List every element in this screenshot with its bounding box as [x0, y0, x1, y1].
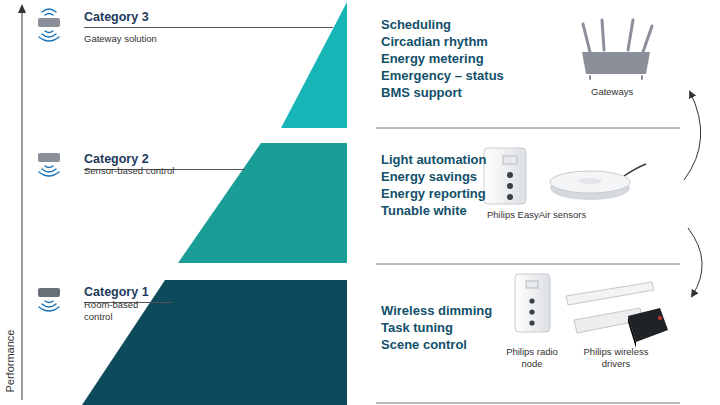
gateway-router: [582, 20, 652, 79]
feature-text: Emergency – status: [381, 68, 504, 84]
row-separator: [376, 128, 680, 403]
pyramid-tier: Category 1Room-based control: [80, 280, 348, 405]
curved-arrow: [684, 92, 702, 296]
category-title: Category 3: [84, 10, 333, 28]
feature-text: Tunable white: [381, 203, 467, 219]
feature-text: Circadian rhythm: [381, 34, 488, 50]
wireless-driver: [566, 282, 668, 348]
feature-text: Light automation: [381, 152, 486, 168]
pyramid-tier: Category 2Sensor-based control: [84, 143, 348, 263]
pyramid-tier: Category 3 Gateway solution: [84, 2, 348, 128]
wireless-icon: [38, 288, 60, 311]
axis-label: Performance: [4, 321, 16, 401]
wireless-icon: [38, 9, 60, 41]
product-caption: Philips radio node: [506, 346, 558, 370]
feature-text: Energy metering: [381, 51, 484, 67]
feature-text: Energy savings: [381, 169, 477, 185]
product-caption: Philips EasyAir sensors: [487, 209, 586, 221]
product-caption: Gateways: [591, 86, 633, 98]
wireless-icon: [38, 153, 60, 176]
sensor-box: [484, 148, 526, 204]
product-caption: Philips wireless drivers: [574, 346, 658, 370]
feature-text: BMS support: [381, 85, 462, 101]
feature-text: Scheduling: [381, 17, 451, 33]
category-subtitle: Gateway solution: [84, 33, 234, 45]
feature-text: Scene control: [381, 337, 467, 353]
performance-axis: [18, 4, 26, 400]
category-subtitle: Room-based control: [84, 299, 156, 323]
sensor-puck: [550, 164, 646, 200]
feature-text: Energy reporting: [381, 186, 486, 202]
category-subtitle: Sensor-based control: [84, 165, 234, 177]
feature-text: Wireless dimming: [381, 303, 492, 319]
radio-node: [515, 274, 550, 332]
feature-text: Task tuning: [381, 320, 453, 336]
